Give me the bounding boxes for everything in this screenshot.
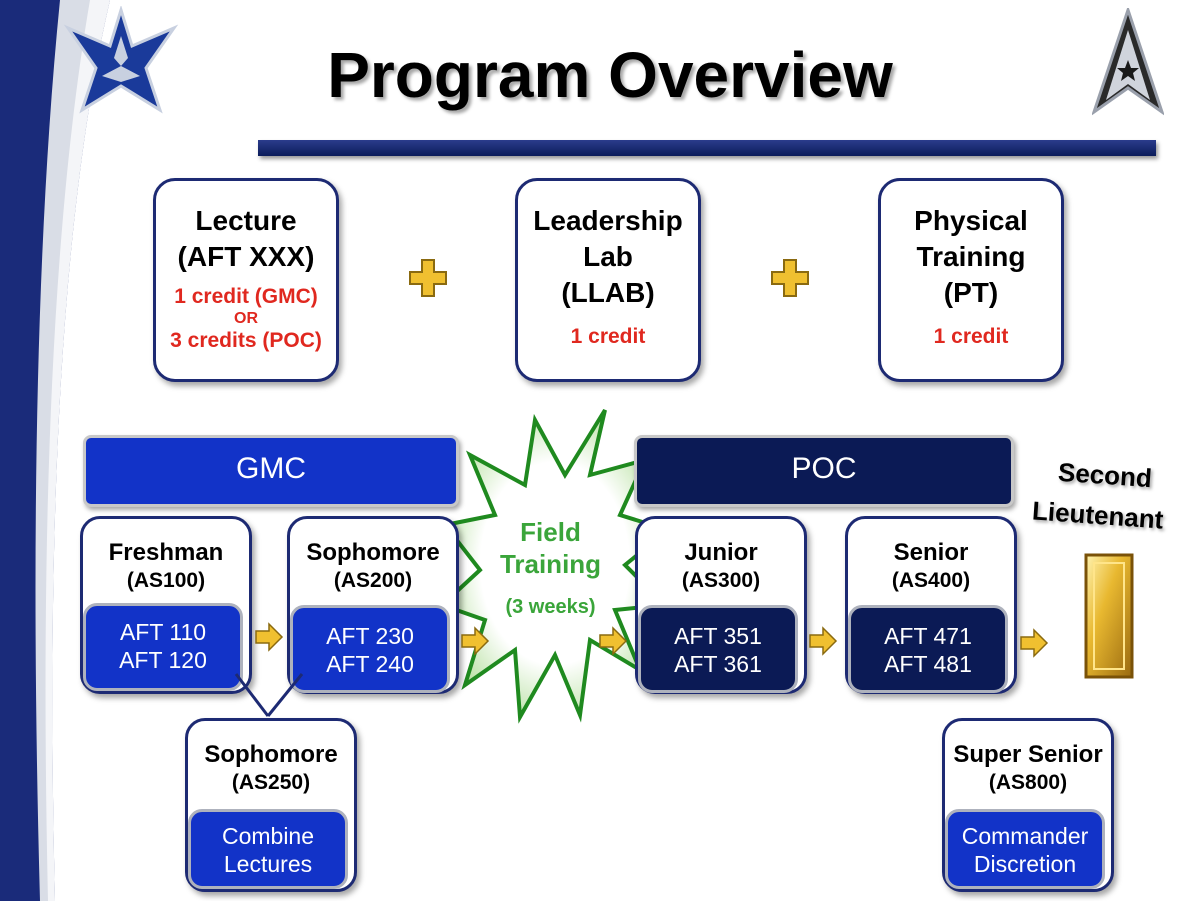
- leadership-lab-credit: 1 credit: [570, 325, 646, 348]
- branch-detail-line: Discretion: [973, 851, 1077, 877]
- course-code: AFT 230: [326, 623, 414, 649]
- outcome-line2: Lieutenant: [1031, 495, 1165, 535]
- field-training-title: Field Training: [478, 516, 623, 580]
- course-code: AFT 361: [674, 651, 762, 677]
- course-code: AFT 240: [326, 651, 414, 677]
- arrow-right-icon: [255, 622, 284, 652]
- junior-card: Junior (AS300) AFT 351 AFT 361: [635, 516, 807, 694]
- arrow-right-icon: [809, 626, 838, 656]
- branch-detail-line: Commander: [961, 823, 1089, 849]
- title-underline-bar: [258, 140, 1156, 156]
- branch-detail-line: Combine: [221, 823, 315, 849]
- branch-code: (AS250): [231, 771, 311, 794]
- lecture-card: Lecture (AFT XXX) 1 credit (GMC) OR 3 cr…: [153, 178, 339, 382]
- course-code: AFT 110: [119, 619, 207, 645]
- field-training-duration: (3 weeks): [505, 596, 596, 618]
- senior-card: Senior (AS400) AFT 471 AFT 481: [845, 516, 1017, 694]
- physical-training-heading: Physical Training (PT): [914, 205, 1028, 308]
- lieutenant-bar-insignia: [1084, 553, 1134, 679]
- course-code: AFT 481: [884, 651, 972, 677]
- course-box: AFT 471 AFT 481: [848, 605, 1008, 693]
- year-code: (AS400): [891, 569, 971, 592]
- arrow-right-icon: [599, 626, 628, 656]
- year-name: Senior: [893, 539, 969, 566]
- page-title: Program Overview: [327, 39, 893, 111]
- branch-detail-box: Commander Discretion: [945, 809, 1105, 889]
- lecture-credit-gmc: 1 credit (GMC): [174, 285, 318, 308]
- plus-icon: [771, 259, 809, 297]
- field-training-line1: Field: [520, 517, 581, 547]
- course-box: AFT 230 AFT 240: [290, 605, 450, 693]
- freshman-card: Freshman (AS100) AFT 110 AFT 120: [80, 516, 252, 694]
- course-code: AFT 471: [884, 623, 972, 649]
- branch-detail-line: Lectures: [223, 851, 313, 877]
- lecture-credit-or: OR: [234, 310, 258, 327]
- arrow-right-icon: [461, 626, 490, 656]
- year-code: (AS300): [681, 569, 761, 592]
- arrow-right-icon: [1020, 628, 1049, 658]
- plus-icon: [409, 259, 447, 297]
- space-force-delta-logo: [1092, 8, 1164, 116]
- branch-name: Sophomore: [204, 741, 338, 768]
- physical-training-card: Physical Training (PT) 1 credit: [878, 178, 1064, 382]
- year-code: (AS200): [333, 569, 413, 592]
- left-swoosh-background: [0, 0, 110, 901]
- course-box: AFT 110 AFT 120: [83, 603, 243, 691]
- sophomore-card: Sophomore (AS200) AFT 230 AFT 240: [287, 516, 459, 694]
- air-force-wings-logo: [63, 6, 179, 114]
- branch-connector-lines: [234, 673, 304, 717]
- course-box: AFT 351 AFT 361: [638, 605, 798, 693]
- super-senior-card: Super Senior (AS800) Commander Discretio…: [942, 718, 1114, 892]
- branch-name: Super Senior: [953, 741, 1103, 768]
- branch-code: (AS800): [988, 771, 1068, 794]
- outcome-line1: Second: [1057, 456, 1153, 494]
- sophomore-as250-card: Sophomore (AS250) Combine Lectures: [185, 718, 357, 892]
- course-code: AFT 120: [119, 647, 207, 673]
- field-training-line2: Training: [499, 549, 602, 579]
- year-name: Freshman: [108, 539, 224, 566]
- lecture-credit-poc: 3 credits (POC): [170, 329, 322, 352]
- course-code: AFT 351: [674, 623, 762, 649]
- gmc-band: GMC: [83, 435, 459, 507]
- physical-training-credit: 1 credit: [933, 325, 1009, 348]
- branch-detail-box: Combine Lectures: [188, 809, 348, 889]
- poc-band: POC: [634, 435, 1014, 507]
- year-name: Sophomore: [306, 539, 440, 566]
- leadership-lab-heading: Leadership Lab (LLAB): [533, 205, 683, 308]
- year-code: (AS100): [126, 569, 206, 592]
- leadership-lab-card: Leadership Lab (LLAB) 1 credit: [515, 178, 701, 382]
- lecture-heading: Lecture (AFT XXX): [177, 205, 315, 272]
- year-name: Junior: [684, 539, 758, 566]
